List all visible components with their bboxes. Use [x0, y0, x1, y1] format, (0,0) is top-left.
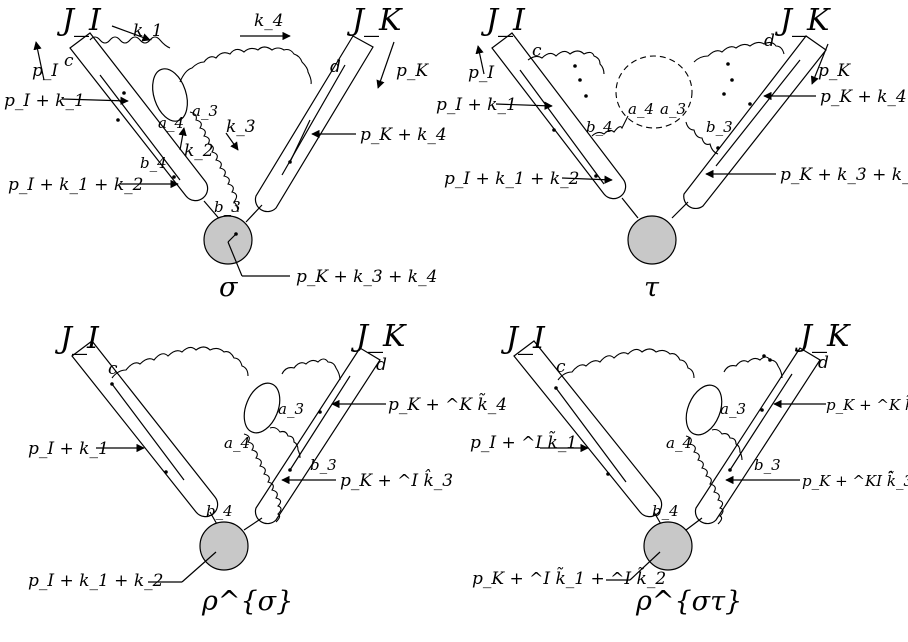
gluon-d [281, 358, 341, 381]
label-mom-left-2: p_I + k_1 + k_2 [444, 169, 579, 189]
gluon-k4 [179, 46, 312, 85]
label-mom-right-1: p_K + ^K k̃_4 [826, 395, 908, 414]
label-b4: b_4 [140, 154, 167, 172]
label-c: c [64, 51, 74, 71]
gluon-d [723, 356, 783, 379]
label-k4: k_4 [254, 11, 284, 31]
gluon-k1 [89, 36, 171, 49]
panel-tau: J_I J_K p_I p_K c d a_3 a_4 b_3 b_4 p_I … [436, 3, 908, 303]
label-j-right: J_K [794, 319, 851, 354]
label-d: d [376, 355, 387, 375]
label-c: c [532, 41, 542, 61]
label-b3: b_3 [706, 118, 733, 136]
hard-blob [643, 521, 693, 571]
left-jet-leg [513, 340, 663, 518]
panel-rho-sigma-tau: J_I J_K c d a_3 a_4 b_3 b_4 p_I + ^I k̃_… [470, 319, 908, 617]
label-mom-right-2: p_K + ^KI k̂̃_3 [802, 471, 908, 490]
label-p-k: p_K [818, 61, 851, 81]
label-b3: b_3 [754, 456, 781, 474]
label-d: d [818, 353, 829, 373]
label-k3: k_3 [226, 117, 256, 137]
right-jet-leg [254, 35, 374, 213]
label-c: c [556, 357, 566, 377]
label-j-right: J_K [774, 3, 831, 38]
label-p-i: p_I [468, 63, 494, 83]
label-a3: a_3 [720, 400, 746, 418]
gluon-c [557, 348, 695, 381]
label-mom-right-2: p_K + k_3 + k_4 [780, 165, 908, 185]
label-k2: k_2 [184, 141, 214, 161]
label-p-i: p_I [32, 61, 58, 81]
label-mom-right-1: p_K + ^K k̃_4 [388, 393, 507, 415]
label-mom-bottom: p_K + ^I k̃_1 + ^I k̃_2 [472, 567, 666, 589]
gluon-loop [243, 382, 281, 434]
label-b4: b_4 [586, 118, 613, 136]
gluon-k3 [189, 111, 239, 213]
label-j-right: J_K [350, 319, 407, 354]
panel-title-tau: τ [644, 272, 660, 303]
panel-rho-sigma: J_I J_K c d a_3 a_4 b_3 b_4 p_I + k_1 p_… [28, 319, 507, 617]
panel-title-rho-sigma-tau: ρ^{στ} [635, 586, 742, 617]
gluon-b3 [269, 426, 301, 459]
label-j-left: J_I [500, 321, 546, 356]
gluon-loop [685, 384, 723, 436]
label-j-right: J_K [346, 3, 403, 38]
label-mom-left-2: p_I + k_1 + k_2 [8, 175, 143, 195]
gluon-loop [152, 68, 188, 122]
gluon-right-lower [685, 121, 719, 155]
hard-blob [199, 521, 249, 571]
label-b3: b_3 [214, 198, 241, 216]
left-jet-leg [69, 32, 209, 202]
label-d: d [330, 57, 341, 77]
dashed-loop [615, 55, 693, 129]
gluon-left-lower [591, 115, 629, 137]
label-a4: a_4 [158, 114, 184, 132]
label-a4: a_4 [224, 434, 250, 452]
label-a3: a_3 [192, 102, 218, 120]
label-b3: b_3 [310, 456, 337, 474]
hard-blob [627, 215, 677, 265]
label-mom-bottom: p_K + k_3 + k_4 [296, 267, 437, 287]
hard-blob [203, 215, 253, 265]
label-j-left: J_I [480, 3, 526, 38]
right-jet-leg [694, 347, 821, 525]
label-mom-right-1: p_K + k_4 [820, 87, 907, 107]
left-jet-leg [491, 32, 627, 200]
gluon-b4 [243, 433, 282, 523]
label-mom-left-1: p_I + k_1 [436, 95, 517, 115]
label-k1: k_1 [133, 21, 163, 41]
panel-title-rho-sigma: ρ^{σ} [201, 586, 293, 617]
label-mom-left-1: p_I + ^I k̃_1 [470, 431, 577, 453]
label-a4: a_4 [628, 100, 654, 118]
label-b4: b_4 [206, 502, 233, 520]
label-j-left: J_I [56, 3, 102, 38]
label-mom-right-1: p_K + k_4 [360, 125, 447, 145]
right-jet-leg [254, 347, 381, 525]
gluon-b4 [685, 435, 724, 525]
label-a4: a_4 [666, 434, 692, 452]
gluon-left-upper [527, 50, 605, 75]
label-mom-bottom: p_I + k_1 + k_2 [28, 571, 163, 591]
panel-title-sigma: σ [219, 272, 239, 303]
gluon-right-upper [693, 41, 785, 63]
label-b4: b_4 [652, 502, 679, 520]
label-d: d [764, 31, 775, 51]
label-p-k: p_K [396, 61, 429, 81]
label-a3: a_3 [660, 100, 686, 118]
gluon-b3 [711, 428, 743, 461]
label-mom-right-2: p_K + ^I k̂_3 [340, 469, 453, 491]
right-jet-leg [683, 35, 827, 210]
gluon-c [111, 346, 249, 379]
label-j-left: J_I [54, 321, 100, 356]
left-jet-leg [71, 340, 219, 518]
label-c: c [108, 359, 118, 379]
panel-sigma: J_I J_K p_I p_K k_1 k_4 k_2 k_3 c d a_3 … [4, 3, 447, 303]
label-mom-left-1: p_I + k_1 [4, 91, 85, 111]
label-mom-left-1: p_I + k_1 [28, 439, 109, 459]
label-a3: a_3 [278, 400, 304, 418]
